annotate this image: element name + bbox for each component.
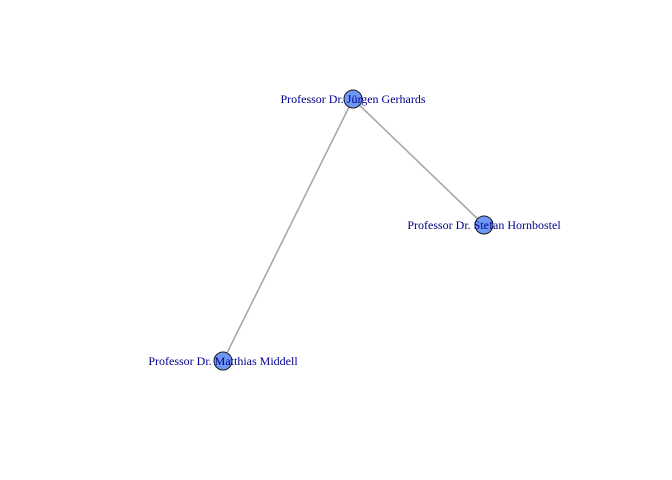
node-label-gerhards: Professor Dr. Jürgen Gerhards [280,92,425,106]
edge-gerhards-middell [222,98,354,362]
node-label-hornbostel: Professor Dr. Stefan Hornbostel [407,218,561,232]
nodes-layer [213,89,494,371]
node-label-middell: Professor Dr. Matthias Middell [148,354,298,368]
edge-gerhards-hornbostel [352,98,485,226]
node-middell[interactable] [213,351,233,371]
node-gerhards[interactable] [343,89,363,109]
labels-layer: Professor Dr. Jürgen Gerhards Professor … [148,92,561,368]
edges-layer [222,98,485,362]
node-hornbostel[interactable] [474,215,494,235]
